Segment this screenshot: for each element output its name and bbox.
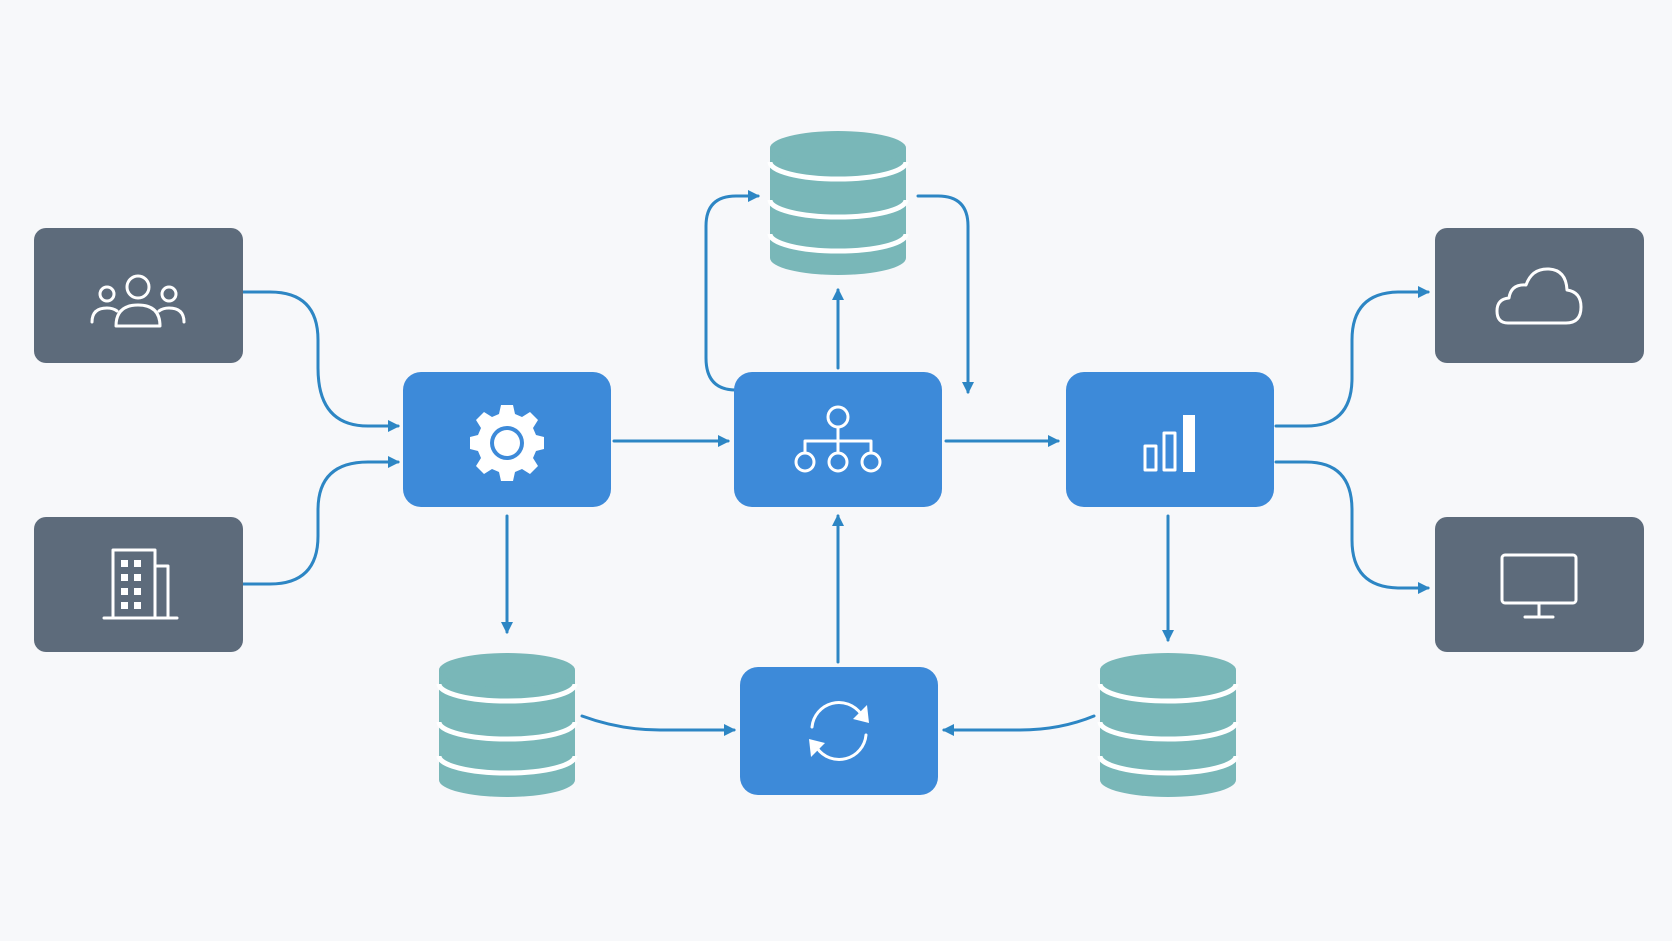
db-top-node[interactable] [767, 131, 909, 275]
hierarchy-icon [794, 405, 882, 473]
bar-chart-icon [1143, 415, 1195, 472]
sync-icon [809, 701, 869, 761]
source-organization-node[interactable] [34, 517, 243, 652]
database-icon [1097, 653, 1239, 797]
target-monitor-box [1435, 517, 1644, 652]
edge-db-bottom-right-to-sync [942, 714, 1096, 736]
process-analytics-box [1066, 372, 1274, 507]
edge-organization-to-configure [241, 456, 400, 586]
source-organization-box [34, 517, 243, 652]
edge-db-bottom-left-to-sync [580, 714, 736, 736]
gear-icon [470, 405, 544, 481]
cloud-icon [1495, 267, 1583, 325]
edge-hierarchy-loop-to-db-top [704, 190, 760, 392]
source-users-node[interactable] [34, 228, 243, 363]
process-analytics-node[interactable] [1066, 372, 1274, 507]
database-icon [436, 653, 578, 797]
target-monitor-node[interactable] [1435, 517, 1644, 652]
building-icon [102, 548, 179, 620]
monitor-icon [1500, 553, 1578, 619]
db-bottom-right-node[interactable] [1097, 653, 1239, 797]
edges [241, 190, 1430, 736]
process-sync-node[interactable] [740, 667, 938, 795]
users-icon [90, 274, 186, 328]
edge-analytics-to-cloud [1274, 286, 1430, 428]
db-bottom-left-node[interactable] [436, 653, 578, 797]
edge-analytics-to-monitor [1274, 460, 1430, 594]
target-cloud-box [1435, 228, 1644, 363]
edge-db-top-loop-to-hierarchy [916, 194, 974, 394]
process-configure-node[interactable] [403, 372, 611, 507]
database-icon [767, 131, 909, 275]
source-users-box [34, 228, 243, 363]
target-cloud-node[interactable] [1435, 228, 1644, 363]
process-sync-box [740, 667, 938, 795]
edge-users-to-configure [241, 290, 400, 432]
process-hierarchy-node[interactable] [734, 372, 942, 507]
